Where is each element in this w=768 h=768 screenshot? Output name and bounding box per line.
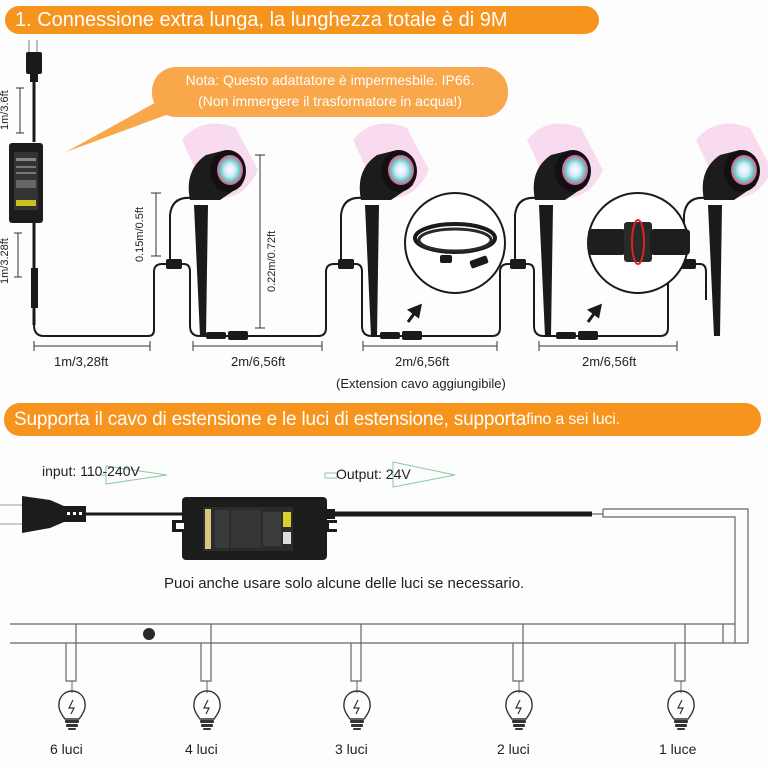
inset-extension-cable bbox=[404, 192, 506, 294]
label-segment-3: 2m/6,56ft bbox=[395, 354, 450, 369]
distribution-wiring bbox=[10, 508, 749, 644]
note-bubble-tail bbox=[66, 100, 185, 152]
output-label: Output: 24V bbox=[336, 466, 411, 482]
label-segment-4: 2m/6,56ft bbox=[582, 354, 637, 369]
dim-segment-3 bbox=[362, 341, 498, 351]
dim-light-height bbox=[255, 154, 265, 329]
label-segment-2: 2m/6,56ft bbox=[231, 354, 286, 369]
note-bubble: Nota: Questo adattatore è impermesbile. … bbox=[152, 67, 508, 117]
option-label: 4 luci bbox=[185, 741, 218, 757]
extension-note: (Extension cavo aggiungibile) bbox=[336, 376, 506, 391]
dim-plug-cable bbox=[16, 87, 24, 134]
power-adapter bbox=[172, 497, 337, 560]
light-drop bbox=[350, 624, 362, 693]
arrow-icon bbox=[586, 303, 603, 323]
spotlight bbox=[340, 123, 429, 336]
output-arrow-icon bbox=[392, 461, 456, 488]
bulb-icon bbox=[58, 690, 86, 730]
option-label: 2 luci bbox=[497, 741, 530, 757]
option-label: 1 luce bbox=[659, 741, 697, 757]
bulb-icon bbox=[193, 690, 221, 730]
dim-branch-height bbox=[151, 192, 161, 257]
bulb-icon bbox=[343, 690, 371, 730]
spotlight bbox=[683, 123, 768, 336]
note-line-2: (Non immergere il trasformatore in acqua… bbox=[198, 93, 462, 109]
power-plug-icon bbox=[26, 40, 42, 82]
dim-adapter-cable bbox=[14, 232, 22, 278]
option-label: 6 luci bbox=[50, 741, 83, 757]
spotlight bbox=[514, 123, 603, 336]
junction-dot bbox=[143, 628, 155, 640]
note-line-1: Nota: Questo adattatore è impermesbile. … bbox=[185, 72, 475, 88]
light-drop bbox=[512, 624, 524, 693]
section2-title-small: fino a sei luci. bbox=[526, 410, 620, 428]
light-drop bbox=[674, 624, 686, 693]
section2-title: Supporta il cavo di estensione e le luci… bbox=[14, 408, 527, 430]
light-drop bbox=[65, 624, 77, 693]
section1-title-banner: 1. Connessione extra lunga, la lunghezza… bbox=[5, 6, 599, 34]
input-label: input: 110-240V bbox=[42, 463, 140, 479]
bulb-icon bbox=[505, 690, 533, 730]
spotlight bbox=[169, 123, 258, 336]
section2-title-banner: Supporta il cavo di estensione e le luci… bbox=[4, 403, 761, 436]
dim-segment-4 bbox=[538, 341, 678, 351]
power-plug-icon bbox=[0, 496, 86, 533]
light-drop bbox=[200, 624, 212, 693]
label-segment-1: 1m/3,28ft bbox=[54, 354, 109, 369]
main-cable bbox=[33, 263, 707, 337]
section2-caption: Puoi anche usare solo alcune delle luci … bbox=[164, 575, 525, 592]
inset-waterproof-connector bbox=[587, 192, 690, 294]
power-adapter bbox=[9, 143, 43, 223]
option-label: 3 luci bbox=[335, 741, 368, 757]
section1-title: 1. Connessione extra lunga, la lunghezza… bbox=[15, 8, 508, 31]
dim-segment-2 bbox=[192, 341, 323, 351]
arrow-icon bbox=[406, 303, 423, 323]
dim-segment-1 bbox=[33, 341, 151, 351]
bulb-icon bbox=[667, 690, 695, 730]
dc-connector bbox=[31, 268, 38, 308]
section1-diagram bbox=[9, 40, 768, 351]
